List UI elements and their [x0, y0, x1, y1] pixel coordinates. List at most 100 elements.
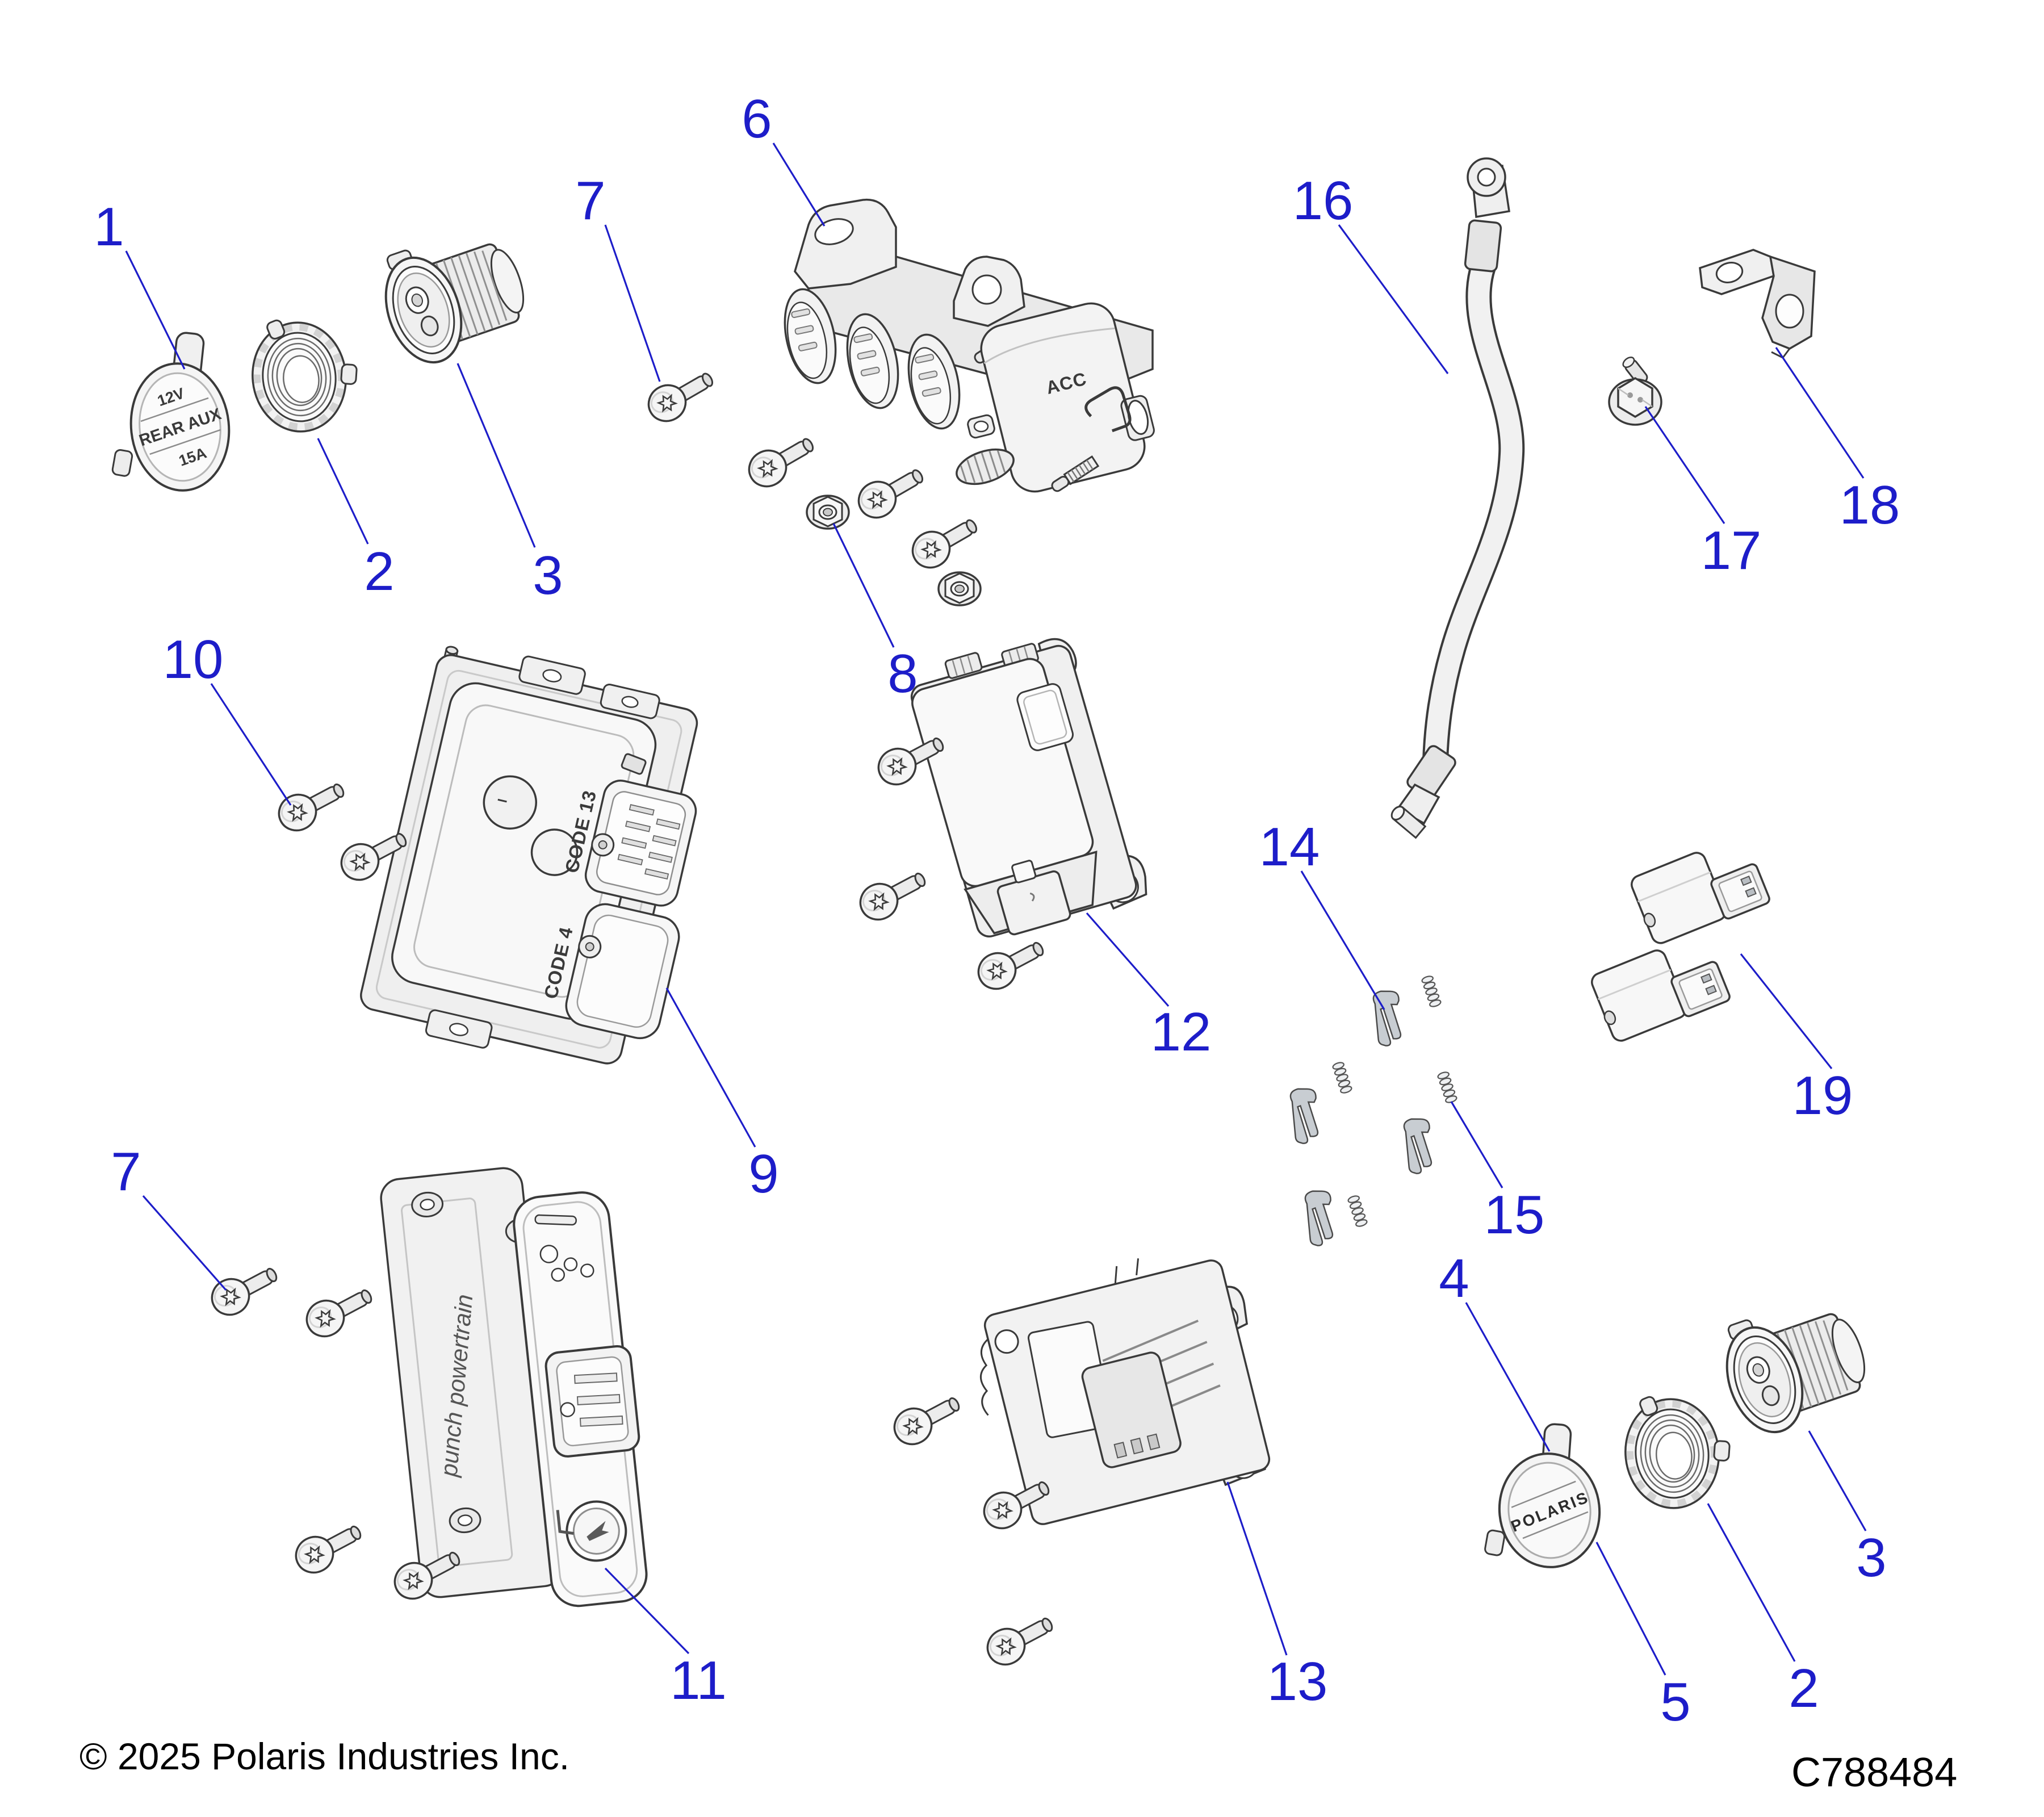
- ecu-button-2: [530, 828, 579, 876]
- part-13-regulator-module: [979, 1258, 1271, 1525]
- part-9-ecu: CODE 13 CODE 4: [360, 646, 698, 1065]
- leader-line-ring-nut: [317, 438, 369, 545]
- clip: [1400, 1115, 1438, 1176]
- torx-screw: [853, 861, 933, 927]
- part-1-outlet-cap: 12V REAR AUX 15A: [111, 332, 231, 492]
- part-18-bracket: [1699, 249, 1816, 359]
- leader-line-regulator-module: [1226, 1481, 1288, 1656]
- leader-line-torx-screw: [210, 683, 292, 806]
- callout-4-outlet-cap-2: 4: [1439, 1248, 1469, 1309]
- bracket-ear-left: [794, 198, 897, 290]
- clip: [1301, 1187, 1339, 1248]
- callout-18-bracket: 18: [1840, 475, 1900, 535]
- callout-6-switch-bracket: 6: [742, 89, 772, 149]
- callout-14-clip: 14: [1259, 817, 1320, 877]
- callout-10-torx-screw: 10: [163, 629, 224, 690]
- module-connector: [544, 1345, 640, 1458]
- leader-line-torx-screw: [604, 224, 661, 382]
- spring: [1436, 1070, 1458, 1104]
- part-19-relay: [1627, 832, 1772, 949]
- leader-line-socket-barrel-2: [1808, 1430, 1867, 1531]
- callout-1-outlet-cap: 1: [94, 196, 124, 257]
- callout-12-control-module: 12: [1151, 1002, 1212, 1062]
- callout-3-socket-barrel-2: 3: [1856, 1527, 1886, 1588]
- spring: [1331, 1061, 1353, 1095]
- leader-line-socket-barrel: [456, 363, 536, 548]
- part-4-outlet-cap-2: POLARIS: [1484, 1423, 1601, 1568]
- callout-19-relay: 19: [1792, 1065, 1853, 1126]
- callout-3-socket-barrel: 3: [533, 545, 563, 606]
- ecu-connector-code13: CODE 13: [561, 780, 697, 907]
- part-2-ring-nut-2: [1619, 1388, 1736, 1513]
- ecu-button-1: [483, 775, 538, 830]
- bracket-connector-2: [846, 313, 899, 409]
- bracket-connector-3: [907, 333, 961, 430]
- leader-line-bracket: [1775, 347, 1865, 479]
- leader-line-flange-nut: [832, 523, 895, 648]
- torx-screw: [971, 931, 1051, 997]
- callout-2-ring-nut: 2: [364, 541, 394, 602]
- part-8-flange-nut: [806, 495, 850, 530]
- leader-line-outlet-cap: [125, 250, 186, 370]
- torx-screw: [742, 426, 822, 495]
- part-10-torx-screw: [271, 772, 351, 838]
- callout-5-outlet-cap-2-body: 5: [1660, 1672, 1690, 1732]
- leader-line-spring: [1450, 1101, 1503, 1188]
- callout-8-flange-nut: 8: [887, 643, 918, 704]
- bracket-acc-block: ACC: [980, 302, 1155, 493]
- torx-screw: [288, 1514, 368, 1580]
- diagram-code: C788484: [1791, 1750, 1957, 1795]
- cable-collar-top: [1464, 219, 1502, 273]
- cable-end-post: [1390, 805, 1427, 839]
- torx-screw: [204, 1257, 284, 1322]
- callout-16-battery-cable: 16: [1293, 170, 1354, 231]
- part-17-flange-bolt: [1608, 357, 1662, 426]
- copyright-text: © 2025 Polaris Industries Inc.: [79, 1735, 569, 1777]
- callout-7-torx-screw: 7: [575, 170, 605, 231]
- part-15-spring: [1421, 974, 1442, 1008]
- torx-screw: [905, 508, 985, 576]
- torx-screw: [887, 1386, 967, 1452]
- callout-11-powertrain-module: 11: [670, 1650, 727, 1711]
- torx-screw: [851, 458, 931, 526]
- leader-line-ring-nut-2: [1707, 1503, 1796, 1662]
- part-12-control-module: [910, 638, 1147, 937]
- callout-2-ring-nut-2: 2: [1789, 1658, 1819, 1719]
- callout-15-spring: 15: [1484, 1184, 1545, 1245]
- flange-nut: [937, 571, 982, 606]
- leader-line-powertrain-module: [604, 1567, 690, 1655]
- torx-screw: [980, 1606, 1060, 1672]
- module-socket: [566, 1500, 627, 1562]
- relay: [1587, 930, 1732, 1047]
- clip: [1287, 1085, 1325, 1146]
- part-11-powertrain-module: punch powertrain: [380, 1167, 648, 1607]
- leader-line-torx-screw: [142, 1195, 227, 1291]
- leader-line-relay: [1740, 953, 1833, 1069]
- part-14-clip: [1369, 987, 1408, 1048]
- bracket-connector-1: [784, 288, 837, 384]
- leader-line-clip: [1300, 870, 1385, 1010]
- ecu-connector-code4: CODE 4: [540, 903, 680, 1040]
- panel-holes: [539, 1245, 594, 1282]
- callout-13-regulator-module: 13: [1267, 1651, 1328, 1712]
- leader-line-control-module: [1086, 912, 1170, 1007]
- callout-9-ecu: 9: [748, 1144, 778, 1204]
- part-6-switch-bracket: ACC: [784, 198, 1155, 495]
- bracket-wire-clip: [1084, 386, 1132, 433]
- part-3-socket-barrel-2: [1710, 1287, 1879, 1444]
- module-window: [1016, 683, 1074, 751]
- callout-17-flange-bolt: 17: [1701, 520, 1762, 581]
- spring: [1347, 1194, 1368, 1228]
- part-16-battery-cable: [1390, 157, 1525, 839]
- part-2-ring-nut: [246, 311, 363, 436]
- part-3-socket-barrel: [368, 217, 538, 374]
- callout-7-torx-screw: 7: [111, 1141, 141, 1202]
- leader-line-outlet-cap-2: [1465, 1302, 1551, 1452]
- leader-line-flange-bolt: [1644, 406, 1725, 524]
- torx-screw: [299, 1278, 379, 1344]
- leader-line-battery-cable: [1338, 224, 1449, 374]
- leader-line-outlet-cap-2-body: [1595, 1542, 1666, 1676]
